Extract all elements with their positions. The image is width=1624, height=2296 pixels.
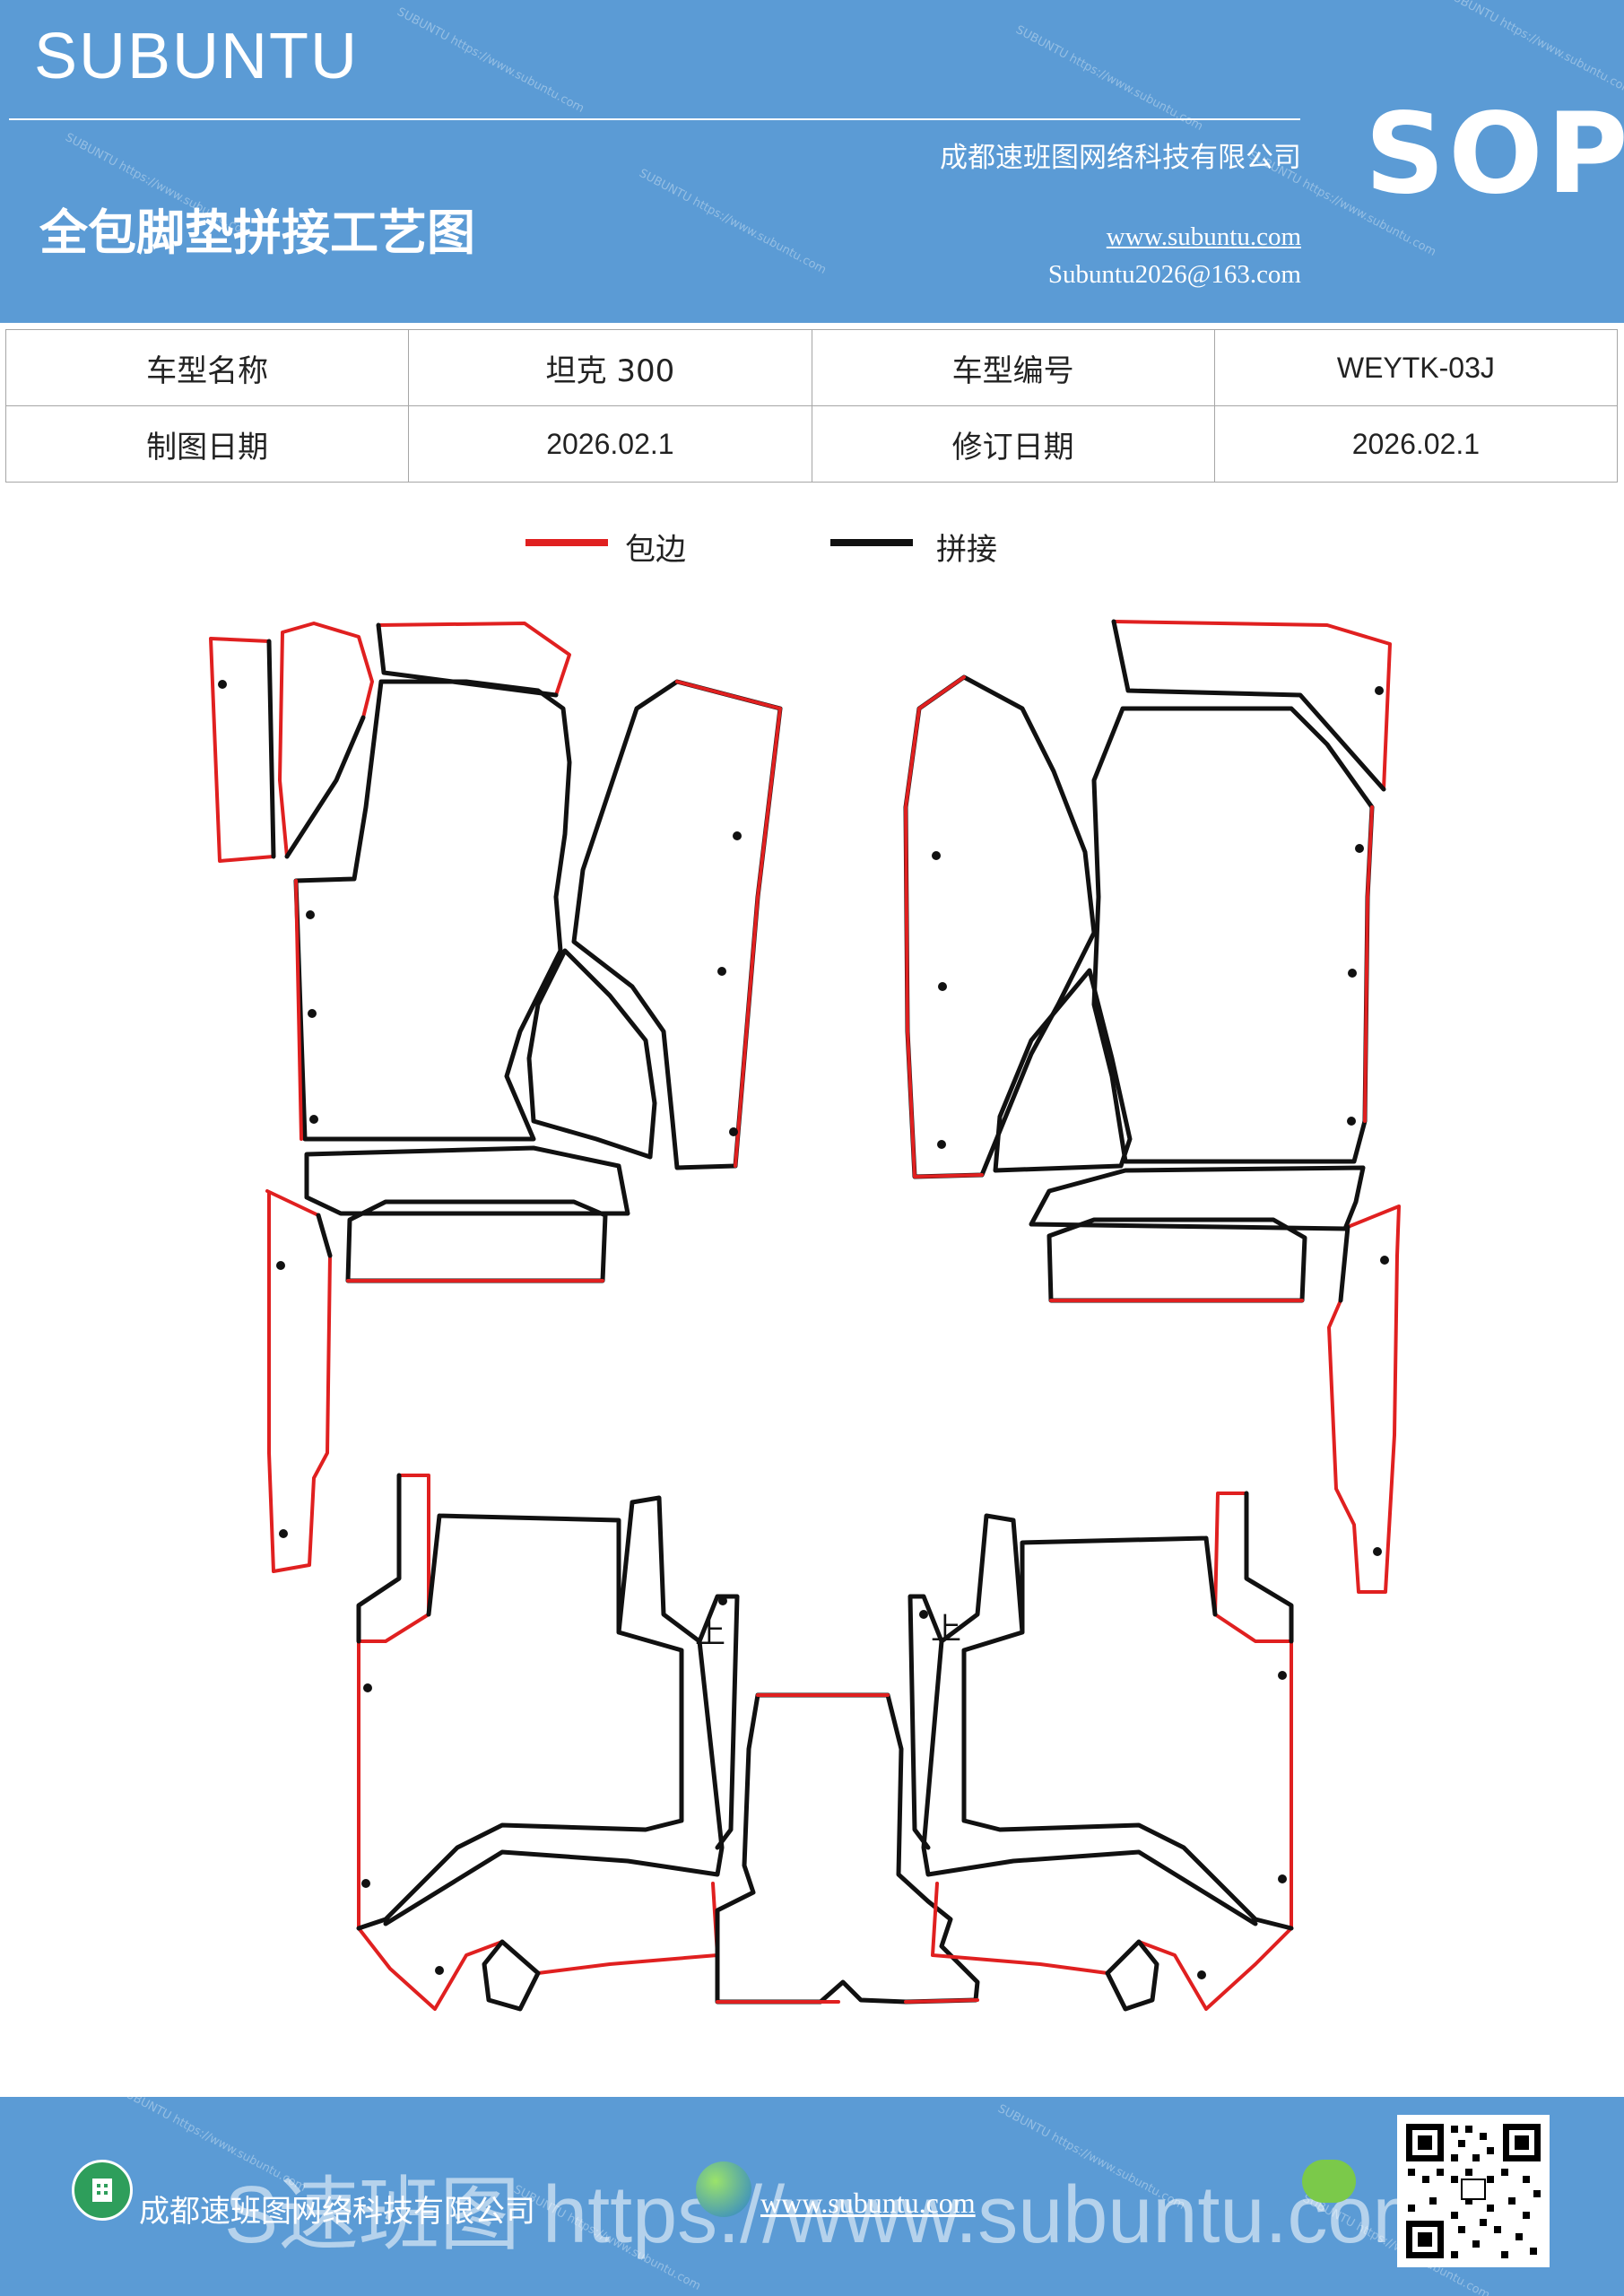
mat-edge — [265, 1189, 332, 1573]
vehicle-info-table: 车型名称 坦克 300 车型编号 WEYTK-03J 制图日期 2026.02.… — [4, 329, 1619, 483]
mat-seam — [697, 1594, 740, 1850]
mat-edge — [931, 1492, 1293, 2011]
dot — [1278, 1671, 1287, 1680]
mat-seam — [1029, 1165, 1366, 1231]
dot — [276, 1261, 285, 1270]
mat-edge — [675, 680, 782, 1168]
dot — [309, 1115, 318, 1124]
mat-edge — [278, 622, 374, 858]
building-icon — [72, 2160, 133, 2221]
table-cell: 制图日期 — [4, 405, 410, 483]
globe-icon — [696, 2161, 751, 2217]
mat-seam — [1338, 1224, 1350, 1303]
table-cell: 2026.02.1 — [1213, 405, 1619, 483]
dot — [1355, 844, 1364, 853]
footer-website-link[interactable]: www.subuntu.com — [760, 2187, 976, 2219]
table-cell: 2026.02.1 — [408, 405, 812, 483]
mat-seam — [356, 1473, 725, 1931]
mat-seam — [1111, 619, 1386, 792]
dot — [363, 1683, 372, 1692]
dot — [435, 1966, 444, 1975]
table-cell: WEYTK-03J — [1213, 329, 1619, 406]
mat-seam — [304, 1145, 630, 1216]
legend-swatch-seam — [830, 539, 913, 546]
website-link[interactable]: www.subuntu.com — [1106, 222, 1301, 251]
dot — [306, 910, 315, 919]
legend-label-edge: 包边 — [625, 532, 686, 568]
dot — [919, 1610, 928, 1619]
mat-edge — [716, 1693, 979, 2004]
mat-seam — [284, 715, 366, 859]
mat-seam — [921, 1491, 1294, 1931]
table-cell: 车型编号 — [811, 329, 1215, 406]
mat-edge — [1363, 805, 1374, 1123]
mounting-dots — [218, 680, 1389, 1979]
mat-seam — [1046, 1217, 1307, 1303]
dot — [279, 1529, 288, 1538]
up-mark: 上 — [695, 1615, 725, 1651]
dot — [729, 1127, 738, 1136]
mat-seam — [903, 674, 1097, 1179]
footer-overlay-text: S速班图 https://www.subuntu.com — [224, 2170, 1440, 2260]
mat-seam — [316, 1213, 333, 1258]
mat-seam — [266, 639, 276, 859]
legend-swatch-edge — [525, 539, 608, 546]
company-name: 成都速班图网络科技有限公司 — [940, 142, 1301, 174]
mat-seam — [908, 1594, 944, 1850]
dot — [1375, 686, 1384, 695]
dot — [218, 680, 227, 689]
dot — [1347, 1117, 1356, 1126]
dot — [1348, 969, 1357, 978]
rear-mats — [356, 1473, 1294, 2012]
mat-seam — [482, 1939, 541, 2012]
dot — [1197, 1970, 1206, 1979]
mat-edge — [1112, 620, 1392, 791]
dot — [308, 1009, 317, 1018]
dot — [1380, 1256, 1389, 1265]
mat-edge — [294, 879, 303, 1141]
up-mark: 上 — [931, 1612, 961, 1648]
dot — [938, 982, 947, 991]
mat-edge — [209, 637, 275, 863]
mat-seam — [571, 679, 783, 1170]
email-address: Subuntu2026@163.com — [1047, 260, 1301, 289]
table-row: 车型名称 坦克 300 车型编号 WEYTK-03J — [4, 329, 1619, 406]
brand-logo-text: SUBUNTU — [34, 21, 360, 92]
mat-seam — [526, 948, 657, 1160]
qr-code-icon — [1397, 2115, 1550, 2267]
mat-seam — [1105, 1939, 1159, 2012]
mat-seam — [1091, 706, 1375, 1164]
table-row: 制图日期 2026.02.1 修订日期 2026.02.1 — [4, 405, 1619, 483]
dot — [717, 967, 726, 976]
dot — [932, 851, 941, 860]
page-title: 全包脚垫拼接工艺图 — [39, 204, 475, 261]
mat-edge — [904, 675, 984, 1178]
mat-seam — [376, 622, 559, 698]
sop-badge: SOP — [1365, 90, 1624, 219]
dot — [361, 1879, 370, 1888]
footer-banner: SUBUNTU https://www.subuntu.com SUBUNTU … — [0, 2097, 1624, 2296]
header-divider — [9, 118, 1300, 120]
table-cell: 坦克 300 — [408, 329, 812, 406]
header-banner: SUBUNTU https://www.subuntu.com SUBUNTU … — [0, 0, 1624, 323]
mat-seam — [993, 968, 1133, 1173]
front-left-mat — [209, 622, 783, 1573]
dot — [1278, 1874, 1287, 1883]
table-cell: 车型名称 — [4, 329, 410, 406]
wechat-icon — [1302, 2160, 1356, 2203]
dot — [937, 1140, 946, 1149]
dot — [733, 831, 742, 840]
mat-edge — [1327, 1205, 1401, 1594]
dot — [1373, 1547, 1382, 1556]
legend-label-seam: 拼接 — [936, 532, 997, 568]
mat-edge — [357, 1474, 719, 2011]
legend: 包边 拼接 — [0, 525, 1624, 570]
table-cell: 修订日期 — [811, 405, 1215, 483]
mat-edge — [377, 622, 571, 697]
dot — [718, 1596, 727, 1605]
front-right-mat — [903, 619, 1401, 1594]
footer-company-name: 成都速班图网络科技有限公司 — [139, 2194, 535, 2230]
mat-seam — [293, 679, 572, 1142]
